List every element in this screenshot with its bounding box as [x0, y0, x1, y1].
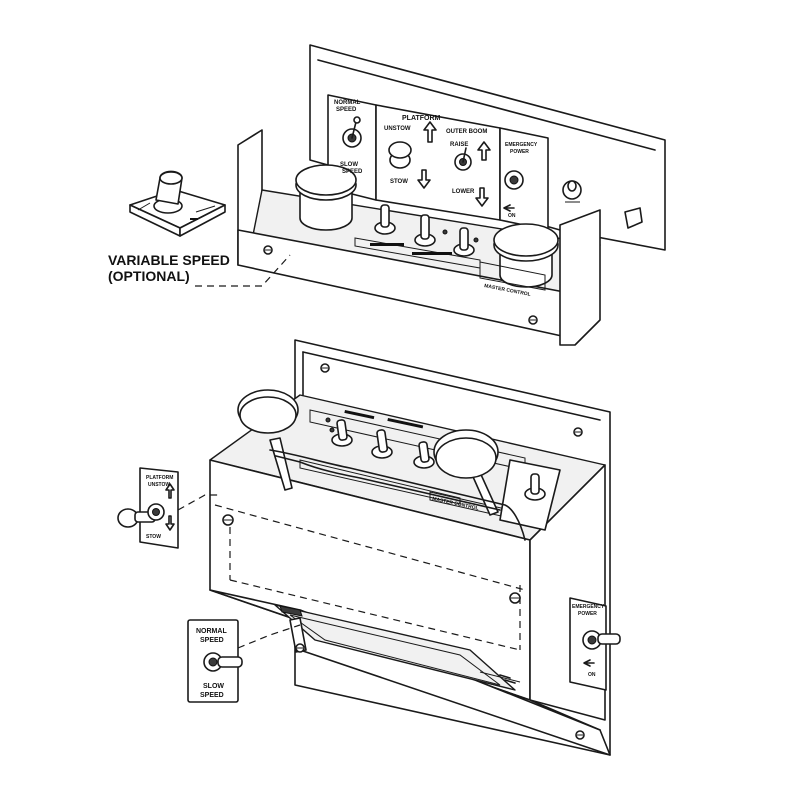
top-normal-speed-l2: SPEED [336, 107, 357, 113]
side-emergency-l1: EMERGENCY [572, 604, 605, 610]
top-stow-arrow [417, 169, 431, 189]
speed-decal-normal-l1: NORMAL [196, 628, 227, 635]
top-emergency-l2: POWER [510, 149, 529, 155]
top-outer-boom-label: OUTER BOOM [446, 129, 487, 135]
side-on-label: ON [588, 672, 596, 678]
speed-decal-slow-l1: SLOW [203, 683, 224, 690]
top-unstow-label: UNSTOW [384, 126, 411, 132]
decal-platform-l2: UNSTOW [148, 482, 170, 488]
top-unstow-arrow [423, 121, 437, 143]
top-right-joystick [493, 223, 559, 288]
variable-speed-module [129, 170, 226, 237]
bottom-left-joystick [237, 389, 299, 491]
bottom-handle-rail [269, 449, 526, 541]
top-slow-speed-l1: SLOW [340, 162, 358, 168]
side-emergency-l2: POWER [578, 611, 597, 617]
top-lower-label: LOWER [452, 189, 475, 195]
speed-decal-normal-l2: SPEED [200, 637, 224, 644]
top-control-box [237, 44, 666, 346]
top-right-side [559, 209, 601, 346]
top-raise-label: RAISE [450, 142, 468, 148]
top-on-label: ON [508, 213, 516, 219]
top-stow-label: STOW [390, 179, 408, 185]
top-slow-speed-l2: SPEED [342, 169, 363, 175]
speed-decal-slow-l2: SPEED [200, 692, 224, 699]
bottom-control-box [209, 339, 611, 756]
top-front-toggles [374, 204, 479, 257]
decal-stow: STOW [146, 534, 161, 540]
bottom-right-joystick [433, 429, 499, 516]
top-platform-label: PLATFORM [402, 115, 441, 122]
top-raise-arrow [477, 141, 491, 161]
top-left-joystick [295, 164, 357, 231]
decal-platform-l1: PLATFORM [146, 475, 173, 481]
platform-decal-callout [117, 467, 218, 549]
top-lower-arrow [475, 187, 489, 207]
callout-leader [195, 254, 291, 287]
top-emergency-l1: EMERGENCY [505, 142, 538, 148]
top-mount-tab [624, 207, 643, 229]
callout-line2: (OPTIONAL) [108, 268, 190, 284]
side-emergency-decal [569, 597, 621, 691]
speed-decal-callout [187, 619, 301, 703]
bottom-top-toggles [325, 417, 546, 501]
top-normal-speed-l1: NORMAL [334, 100, 361, 106]
callout-line1: VARIABLE SPEED [108, 252, 230, 268]
